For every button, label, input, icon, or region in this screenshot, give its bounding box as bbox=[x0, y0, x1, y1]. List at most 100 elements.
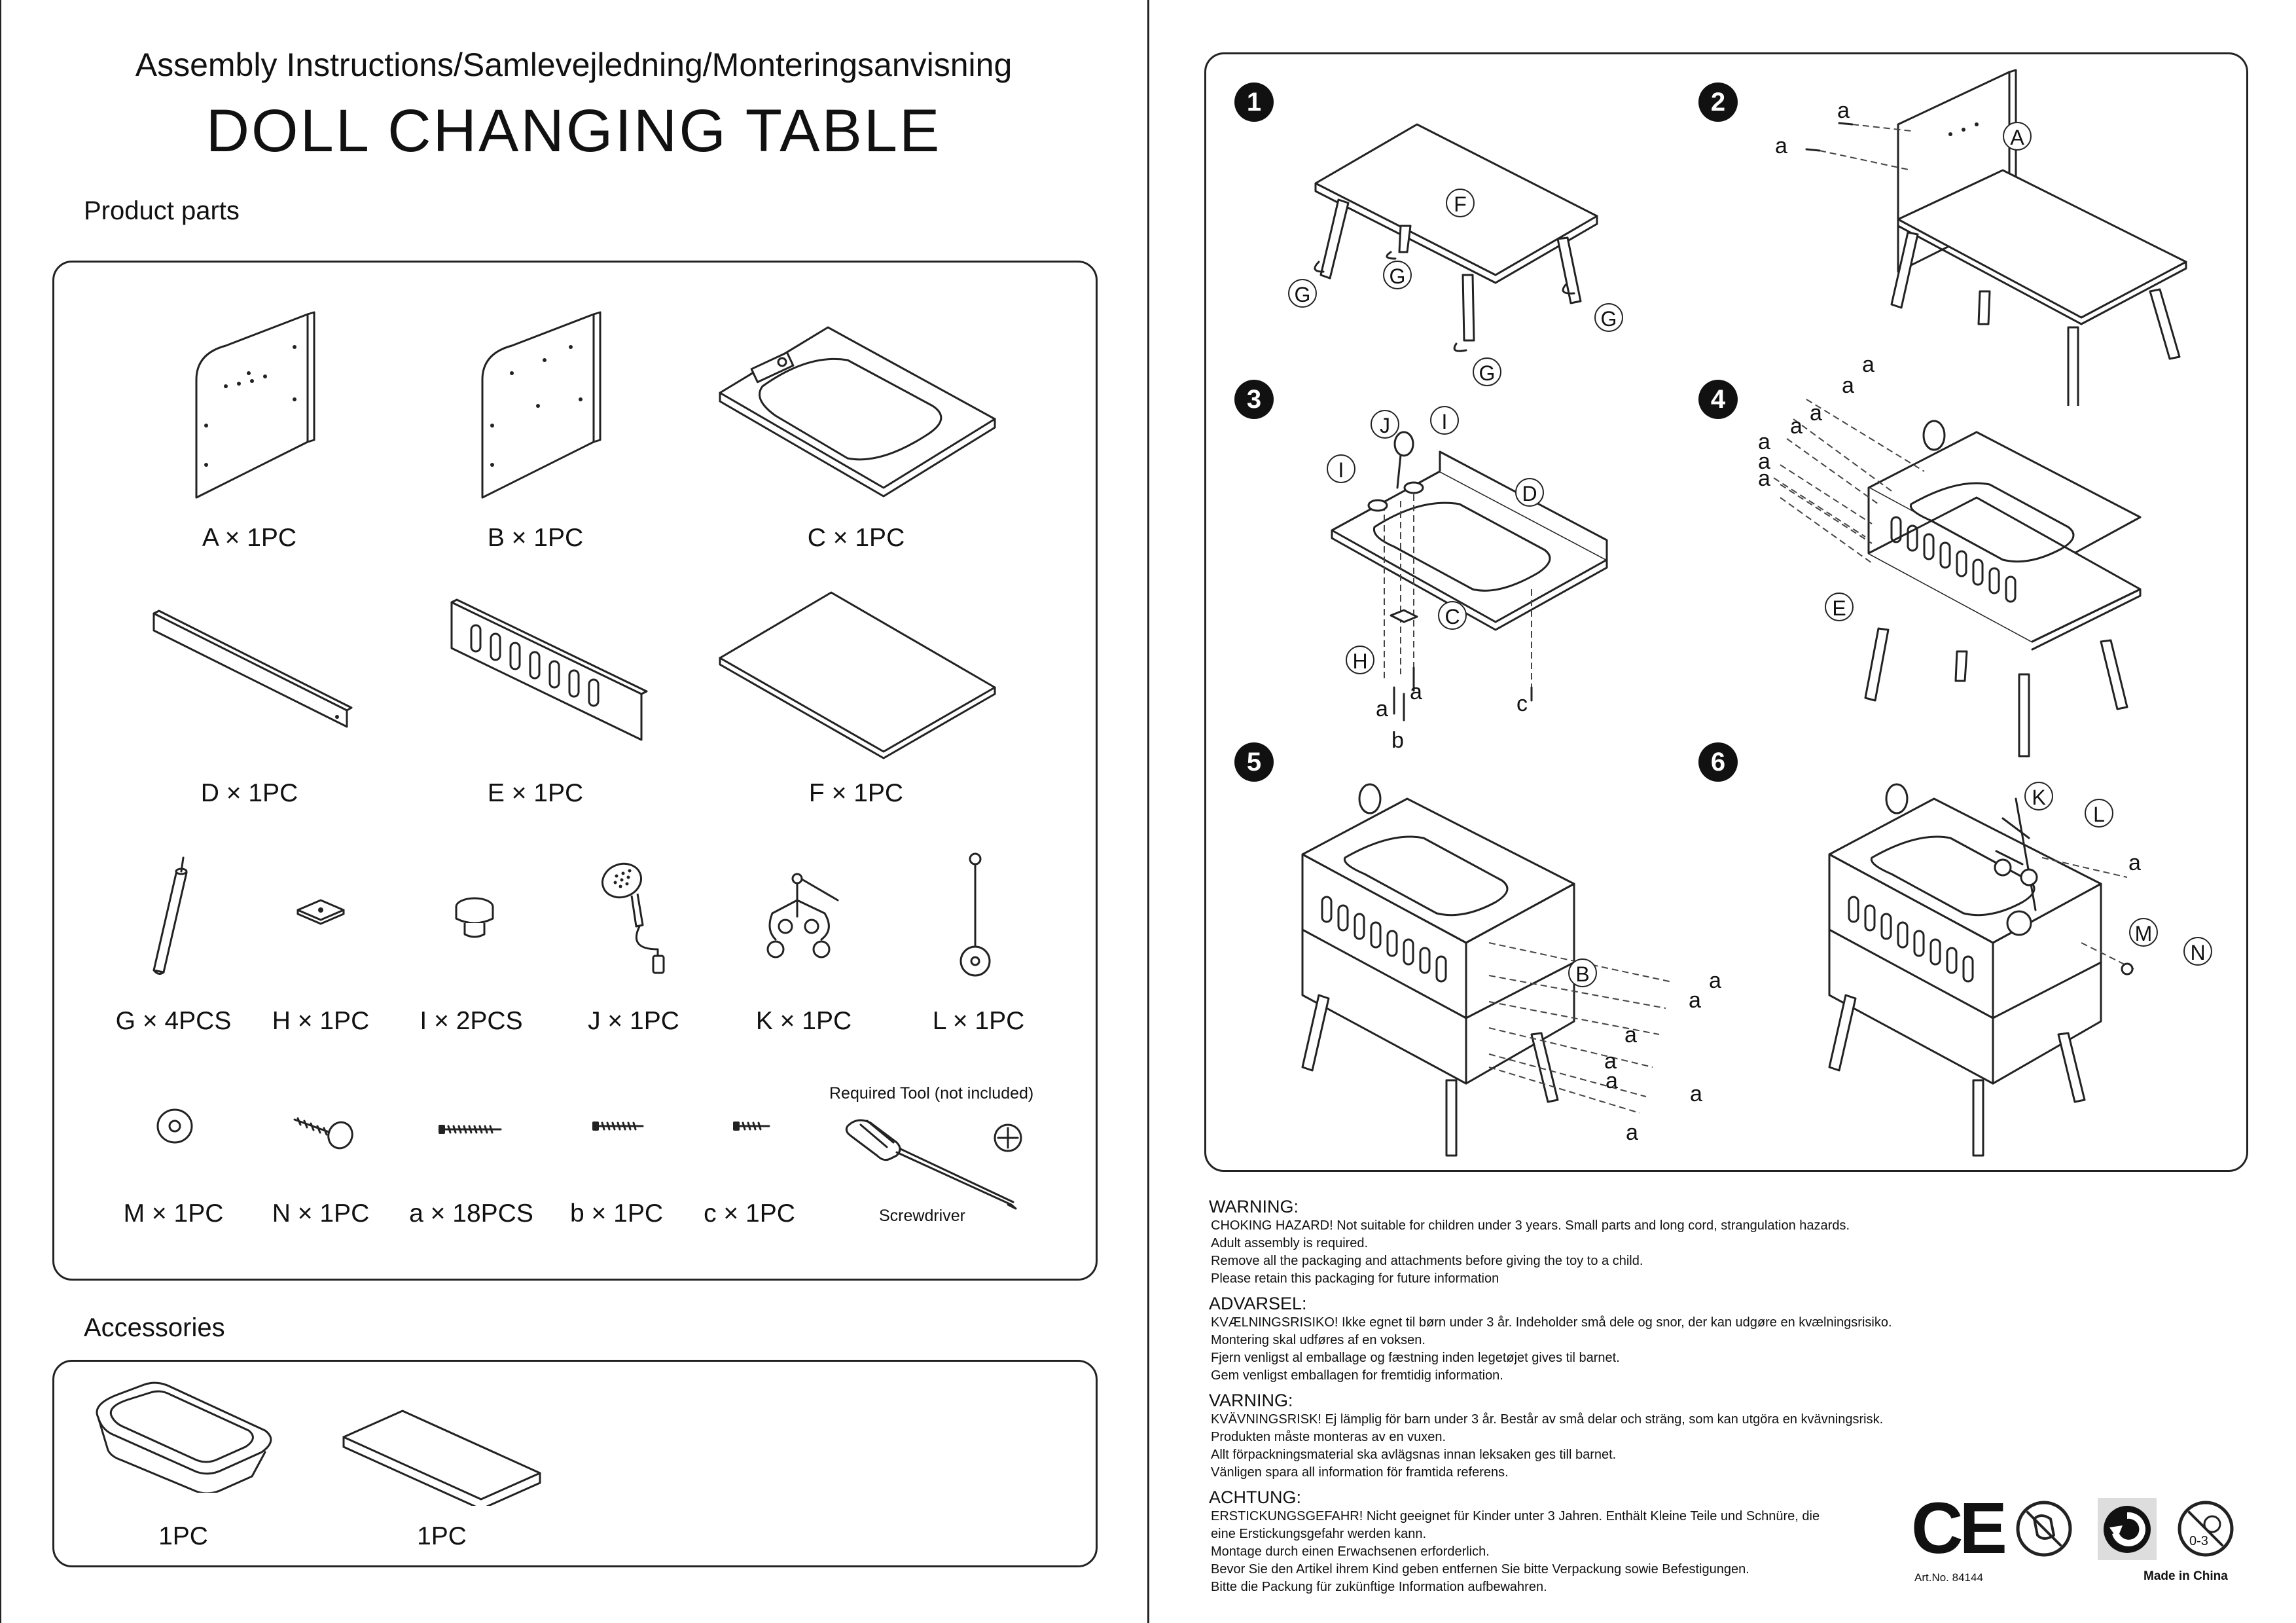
screw-tag-3c: b bbox=[1391, 728, 1404, 753]
washer-icon bbox=[156, 1108, 193, 1144]
callout-a-panel: A bbox=[2003, 122, 2032, 151]
section-heading-accessories: Accessories bbox=[84, 1313, 225, 1342]
part-label-i: I × 2PCS bbox=[420, 1007, 523, 1035]
screw-tag-4c: a bbox=[1810, 401, 1822, 426]
screw-tag-6a: a bbox=[2128, 850, 2141, 875]
step-1-illustration bbox=[1314, 123, 1598, 352]
screw-tag-3a: a bbox=[1410, 680, 1422, 704]
callout-g-4: G bbox=[1594, 303, 1623, 332]
small-parts-warning-icon bbox=[2016, 1501, 2072, 1557]
recycling-icon bbox=[2098, 1498, 2157, 1560]
callout-i-2: I bbox=[1327, 454, 1355, 483]
callout-b: B bbox=[1568, 958, 1597, 987]
tub-icon bbox=[96, 1381, 272, 1493]
warning-heading-en: WARNING: bbox=[1209, 1197, 1299, 1216]
warning-text-de: ERSTICKUNGSGEFAHR! Nicht geeignet für Ki… bbox=[1211, 1509, 1820, 1594]
bolt-icon bbox=[293, 1117, 353, 1150]
callout-i-1: I bbox=[1430, 406, 1459, 435]
panel-a-icon bbox=[195, 311, 315, 499]
phillips-head-icon bbox=[994, 1123, 1022, 1152]
mobile-icon bbox=[766, 873, 839, 958]
required-tool-label: Required Tool (not included) bbox=[829, 1084, 1034, 1103]
page-edge bbox=[0, 0, 1, 1623]
step-4-number: 4 bbox=[1698, 380, 1738, 419]
callout-e: E bbox=[1825, 593, 1854, 621]
screw-tag-5e: a bbox=[1605, 1068, 1618, 1093]
made-in-label: Made in China bbox=[2144, 1569, 2228, 1583]
sink-board-icon bbox=[719, 326, 996, 498]
warning-heading-sv: VARNING: bbox=[1209, 1391, 1293, 1410]
part-label-screw-a: a × 18PCS bbox=[409, 1199, 533, 1228]
callout-k: K bbox=[2024, 782, 2053, 811]
part-label-d: D × 1PC bbox=[200, 779, 298, 807]
part-label-j: J × 1PC bbox=[588, 1007, 679, 1035]
subtitle: Assembly Instructions/Samlevejledning/Mo… bbox=[135, 46, 1013, 83]
warning-text-da: KVÆLNINGSRISIKO! Ikke egnet til børn und… bbox=[1211, 1315, 1892, 1383]
base-board-icon bbox=[719, 591, 996, 759]
warning-heading-de: ACHTUNG: bbox=[1209, 1487, 1301, 1507]
steps-panel bbox=[1204, 52, 2248, 1172]
screw-tag-5f: a bbox=[1690, 1082, 1702, 1106]
screw-tag-4a: a bbox=[1862, 352, 1874, 377]
slotted-rail-icon bbox=[450, 598, 648, 741]
screw-tag-4e: a bbox=[1758, 429, 1770, 454]
screw-short-icon bbox=[733, 1122, 770, 1131]
screw-tag-4g: a bbox=[1758, 466, 1770, 491]
callout-d: D bbox=[1515, 478, 1544, 507]
screw-medium-icon bbox=[592, 1122, 644, 1131]
page-title: DOLL CHANGING TABLE bbox=[206, 98, 942, 164]
screw-tag-4d: a bbox=[1790, 414, 1803, 439]
step-6-number: 6 bbox=[1698, 742, 1738, 782]
screw-tag-5b: a bbox=[1689, 988, 1701, 1013]
part-label-e: E × 1PC bbox=[487, 779, 584, 807]
callout-g-1: G bbox=[1288, 279, 1317, 308]
callout-c: C bbox=[1438, 601, 1467, 630]
article-number: Art.No. 84144 bbox=[1914, 1571, 1983, 1584]
step-5-number: 5 bbox=[1234, 742, 1274, 782]
screw-tag-5g: a bbox=[1626, 1120, 1638, 1145]
screw-tag-4f: a bbox=[1758, 449, 1770, 474]
step-4-illustration bbox=[1773, 399, 2142, 757]
warning-text-en: CHOKING HAZARD! Not suitable for childre… bbox=[1211, 1218, 1850, 1286]
part-label-screw-c: c × 1PC bbox=[704, 1199, 795, 1228]
leg-icon bbox=[152, 856, 188, 975]
plate-icon bbox=[296, 899, 345, 925]
section-heading-parts: Product parts bbox=[84, 196, 240, 225]
step-3-illustration bbox=[1331, 431, 1608, 721]
screwdriver-label: Screwdriver bbox=[879, 1207, 965, 1225]
shower-head-icon bbox=[601, 862, 665, 974]
callout-h: H bbox=[1346, 646, 1374, 674]
accessories-panel bbox=[52, 1360, 1098, 1567]
knob-icon bbox=[455, 897, 494, 938]
age-label: 0-3 bbox=[2189, 1534, 2208, 1548]
accessory-label-tub: 1PC bbox=[158, 1522, 208, 1550]
screw-tag-4b: a bbox=[1842, 373, 1854, 398]
part-label-m: M × 1PC bbox=[123, 1199, 224, 1228]
screw-tag-2b: a bbox=[1775, 134, 1787, 158]
rod-icon bbox=[960, 852, 991, 977]
step-2-number: 2 bbox=[1698, 82, 1738, 122]
rail-icon bbox=[152, 610, 353, 728]
callout-m: M bbox=[2129, 918, 2158, 947]
step-2-illustration bbox=[1805, 69, 2187, 406]
screw-tag-5a: a bbox=[1709, 968, 1721, 993]
parts-panel bbox=[52, 261, 1098, 1281]
step-3-number: 3 bbox=[1234, 380, 1274, 419]
screw-tag-5d: a bbox=[1604, 1049, 1617, 1074]
screw-tag-3d: c bbox=[1516, 691, 1528, 716]
part-label-screw-b: b × 1PC bbox=[569, 1199, 664, 1228]
step-6-illustration bbox=[1828, 783, 2134, 1157]
ce-mark-icon: CE bbox=[1911, 1488, 2007, 1569]
step-1-number: 1 bbox=[1234, 82, 1274, 122]
callout-g-3: G bbox=[1473, 357, 1501, 386]
step-5-illustration bbox=[1301, 783, 1673, 1157]
part-label-b: B × 1PC bbox=[487, 524, 584, 552]
part-label-g: G × 4PCS bbox=[115, 1007, 232, 1035]
part-label-c: C × 1PC bbox=[807, 524, 905, 552]
part-label-n: N × 1PC bbox=[272, 1199, 370, 1228]
page-fold-line bbox=[1147, 0, 1149, 1623]
callout-l: L bbox=[2085, 799, 2113, 828]
part-label-h: H × 1PC bbox=[272, 1007, 370, 1035]
accessory-label-mat: 1PC bbox=[417, 1522, 467, 1550]
screw-long-icon bbox=[439, 1125, 502, 1134]
